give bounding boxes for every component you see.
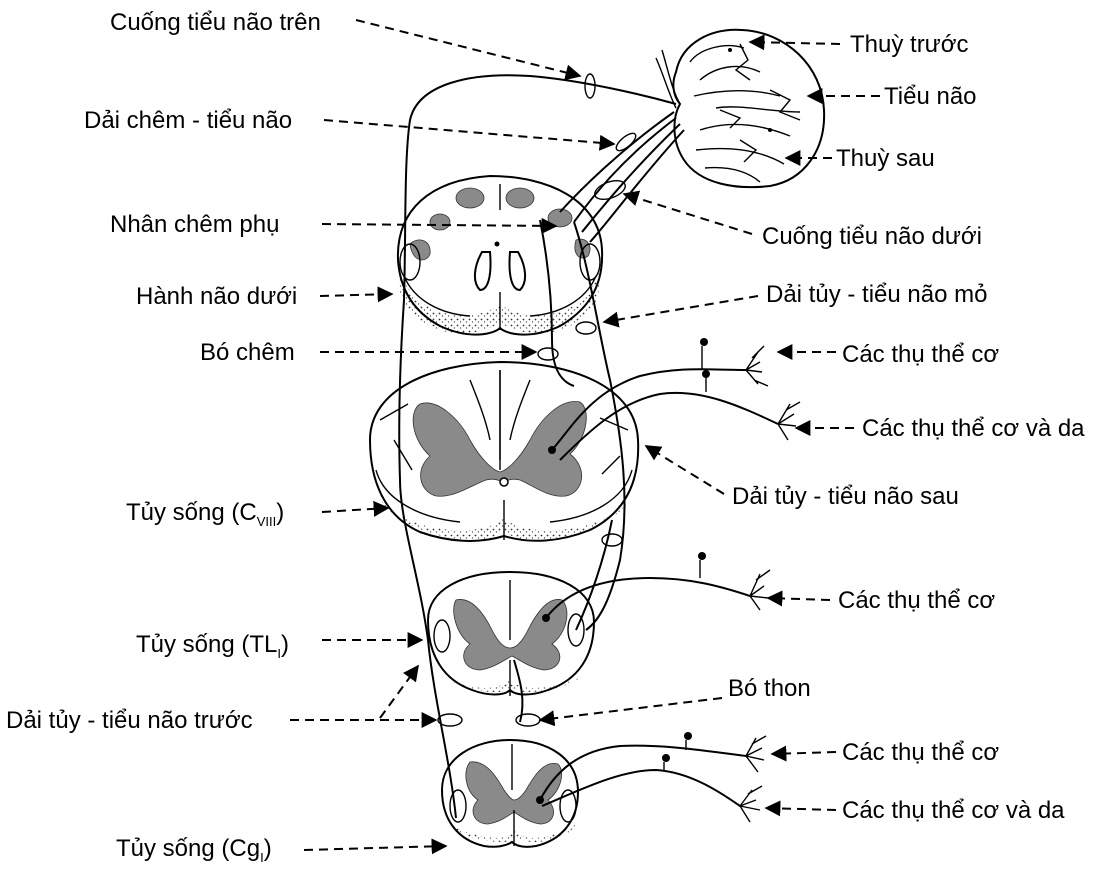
label-cac-thu-the-co-va-da-2: Các thụ thể cơ và da (842, 797, 1065, 824)
label-cac-thu-the-co-2: Các thụ thể cơ (838, 587, 995, 614)
label-cac-thu-the-co-3: Các thụ thể cơ (842, 739, 999, 766)
label-cuong-tieu-nao-duoi: Cuống tiểu não dưới (762, 223, 982, 250)
label-dai-tuy-tieu-nao-truoc: Dải tủy - tiểu não trước (6, 707, 253, 734)
cerebellum (656, 30, 824, 187)
label-cuong-tieu-nao-tren: Cuống tiểu não trên (110, 9, 321, 36)
label-bo-thon: Bó thon (728, 675, 811, 702)
label-nhan-chem-phu: Nhân chêm phụ (110, 211, 279, 238)
label-thuy-sau: Thuỳ sau (836, 145, 935, 172)
label-tuy-song-cg: Tủy sống (CgI) (116, 835, 272, 865)
label-cac-thu-the-co-1: Các thụ thể cơ (842, 341, 999, 368)
spinal-cord-cg-section (442, 740, 578, 847)
label-dai-tuy-tieu-nao-mo: Dải tủy - tiểu não mỏ (766, 281, 987, 308)
label-tuy-song-tl: Tủy sống (TLI) (136, 631, 289, 661)
label-tieu-nao: Tiểu não (884, 83, 977, 110)
spinal-cord-cviii-section (370, 362, 638, 541)
label-dai-chem-tieu-nao: Dải chêm - tiểu não (84, 107, 292, 134)
label-hanh-nao-duoi: Hành não dưới (136, 283, 297, 310)
label-dai-tuy-tieu-nao-sau: Dải tủy - tiểu não sau (732, 483, 959, 510)
label-tuy-song-cviii: Tủy sống (CVIII) (126, 499, 284, 529)
label-cac-thu-the-co-va-da-1: Các thụ thể cơ và da (862, 415, 1085, 442)
spinal-cord-tl-section (428, 572, 594, 696)
label-bo-chem: Bó chêm (200, 339, 295, 366)
label-thuy-truoc: Thuỳ trước (850, 31, 969, 58)
